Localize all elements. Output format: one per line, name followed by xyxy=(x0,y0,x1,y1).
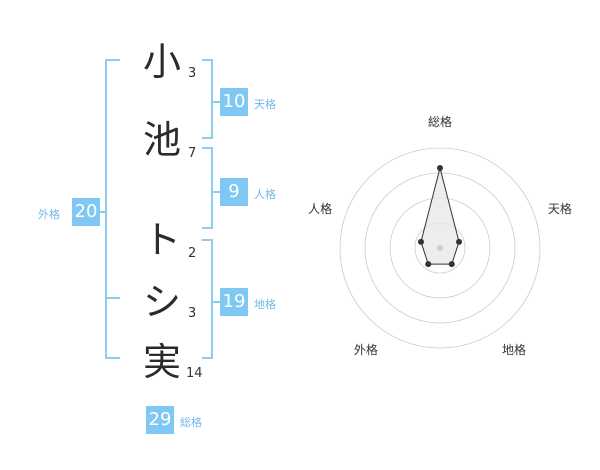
outer-bracket xyxy=(105,59,120,359)
tenkaku-bracket xyxy=(202,59,213,139)
radar-points xyxy=(417,165,463,268)
soukaku-badge: 29 xyxy=(146,406,174,434)
tenkaku-label: 天格 xyxy=(254,98,276,111)
stroke-count-5: 14 xyxy=(186,366,203,381)
stroke-count-4: 3 xyxy=(188,306,197,321)
tenkaku-badge: 10 xyxy=(220,88,248,116)
chikaku-label: 地格 xyxy=(254,298,276,311)
radar-point-1 xyxy=(456,238,463,245)
radar-axis-label-4: 人格 xyxy=(308,201,332,216)
jinkaku-badge: 9 xyxy=(220,178,248,206)
radar-axis-label-1: 天格 xyxy=(548,201,572,216)
bracket-lines xyxy=(94,59,220,359)
soukaku-label: 総格 xyxy=(180,416,202,429)
radar-point-3 xyxy=(425,261,432,268)
radar-point-0 xyxy=(437,165,443,171)
stroke-count-1: 3 xyxy=(188,66,197,81)
name-char-1: 小 xyxy=(142,40,181,84)
chikaku-bracket xyxy=(202,239,213,359)
name-char-4: シ xyxy=(142,280,181,324)
gaikaku-badge: 20 xyxy=(72,198,100,226)
radar-axis-label-0: 総格 xyxy=(428,114,452,129)
radar-ring-4 xyxy=(339,147,541,349)
radar-center-dot xyxy=(437,245,443,251)
chikaku-badge: 19 xyxy=(220,288,248,316)
radar-polygon xyxy=(420,167,460,265)
name-char-3: ト xyxy=(142,218,181,262)
radar-point-2 xyxy=(448,261,455,268)
name-char-2: 池 xyxy=(142,118,181,162)
stroke-count-3: 2 xyxy=(188,246,197,261)
radar-axis-label-3: 外格 xyxy=(354,342,378,357)
gaikaku-label: 外格 xyxy=(38,208,60,221)
radar-point-4 xyxy=(417,238,424,245)
jinkaku-label: 人格 xyxy=(254,188,276,201)
radar-axis-label-2: 地格 xyxy=(502,342,526,357)
name-char-5: 実 xyxy=(142,340,181,384)
jinkaku-bracket xyxy=(202,147,213,229)
stroke-count-2: 7 xyxy=(188,146,197,161)
